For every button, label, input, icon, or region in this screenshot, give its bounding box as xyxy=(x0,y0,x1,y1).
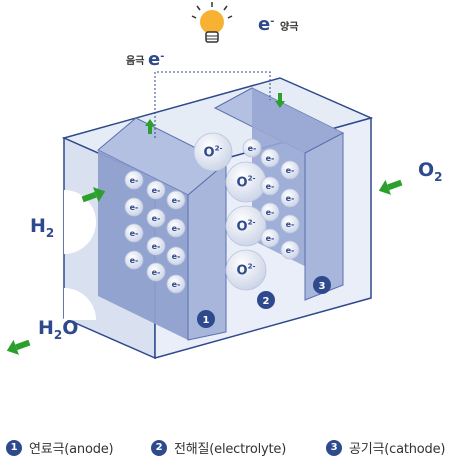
oxide-ion: O2- xyxy=(225,161,267,203)
marker-electrolyte: 2 xyxy=(257,291,275,309)
legend-item-cathode: 3 공기극(cathode) xyxy=(326,438,445,457)
svg-text:e-: e- xyxy=(130,256,139,265)
svg-text:e-: e- xyxy=(172,280,181,289)
electron: e- xyxy=(280,160,300,180)
oxide-ion: O2- xyxy=(225,205,267,247)
anode-electron-label: e- xyxy=(148,49,164,70)
svg-text:e-: e- xyxy=(266,182,275,191)
electron: e- xyxy=(280,240,300,260)
anode-layer xyxy=(97,117,227,341)
svg-text:e-: e- xyxy=(248,144,257,153)
legend: 1 연료극(anode) 2 전해질(electrolyte) 3 공기극(ca… xyxy=(0,438,469,462)
electron: e- xyxy=(124,197,144,217)
svg-text:O2-: O2- xyxy=(237,174,256,191)
svg-text:e-: e- xyxy=(130,176,139,185)
electron: e- xyxy=(260,148,280,168)
svg-text:e-: e- xyxy=(286,246,295,255)
electron: e- xyxy=(280,214,300,234)
water-port xyxy=(64,288,96,320)
electron: e- xyxy=(166,274,186,294)
svg-text:e-: e- xyxy=(172,196,181,205)
svg-text:3: 3 xyxy=(319,281,326,292)
hydrogen-port xyxy=(64,190,96,254)
electron: e- xyxy=(260,176,280,196)
water-out-arrow xyxy=(6,339,31,355)
svg-text:e-: e- xyxy=(152,242,161,251)
svg-text:e-: e- xyxy=(152,186,161,195)
marker-cathode: 3 xyxy=(313,276,331,294)
electron-in-arrow xyxy=(275,93,285,108)
hydrogen-label: H2 xyxy=(30,215,54,240)
svg-text:e-: e- xyxy=(266,234,275,243)
svg-text:e-: e- xyxy=(266,208,275,217)
oxide-ion: O2- xyxy=(225,249,267,291)
electron: e- xyxy=(166,218,186,238)
svg-text:e-: e- xyxy=(286,194,295,203)
svg-text:e-: e- xyxy=(172,224,181,233)
electron: e- xyxy=(260,228,280,248)
hydrogen-in-arrow xyxy=(81,187,106,203)
electron: e- xyxy=(242,138,262,158)
electron: e- xyxy=(124,223,144,243)
svg-text:e-: e- xyxy=(266,154,275,163)
electron-group: e-e-e-e-e-e-e-e-e-e-e-e-e-e-e-e-e-e-e-e-… xyxy=(124,138,300,294)
svg-text:1: 1 xyxy=(203,315,210,326)
legend-item-anode: 1 연료극(anode) xyxy=(6,438,114,457)
svg-text:e-: e- xyxy=(286,166,295,175)
electron: e- xyxy=(280,188,300,208)
cathode-electron-label: e- xyxy=(258,14,274,35)
electron: e- xyxy=(260,202,280,222)
light-bulb-icon xyxy=(191,2,233,43)
svg-text:e-: e- xyxy=(130,229,139,238)
svg-text:e-: e- xyxy=(152,214,161,223)
svg-text:O2-: O2- xyxy=(237,262,256,279)
legend-item-electrolyte: 2 전해질(electrolyte) xyxy=(151,438,286,457)
electron-out-arrow xyxy=(145,119,155,134)
electron: e- xyxy=(146,262,166,282)
anode-terminal-label: 음극 xyxy=(126,55,144,67)
electron: e- xyxy=(166,246,186,266)
cathode-terminal-label: 양극 xyxy=(280,21,298,33)
electron: e- xyxy=(146,236,166,256)
svg-text:e-: e- xyxy=(130,203,139,212)
oxide-ion: O2- xyxy=(193,132,233,172)
svg-text:2: 2 xyxy=(263,296,270,307)
svg-text:e-: e- xyxy=(172,252,181,261)
oxide-ion-group: O2- O2- O2- O2- xyxy=(193,132,267,291)
oxygen-label: O2 xyxy=(418,159,443,184)
electron: e- xyxy=(146,208,166,228)
electron: e- xyxy=(124,170,144,190)
water-label: H2O xyxy=(38,317,78,342)
electron: e- xyxy=(124,250,144,270)
svg-text:O2-: O2- xyxy=(237,218,256,235)
electron: e- xyxy=(166,190,186,210)
svg-text:e-: e- xyxy=(152,268,161,277)
electron: e- xyxy=(146,180,166,200)
circuit-wire xyxy=(154,71,271,138)
svg-text:e-: e- xyxy=(286,220,295,229)
oxygen-in-arrow xyxy=(378,179,403,195)
svg-text:O2-: O2- xyxy=(204,144,223,161)
marker-anode: 1 xyxy=(197,310,215,328)
